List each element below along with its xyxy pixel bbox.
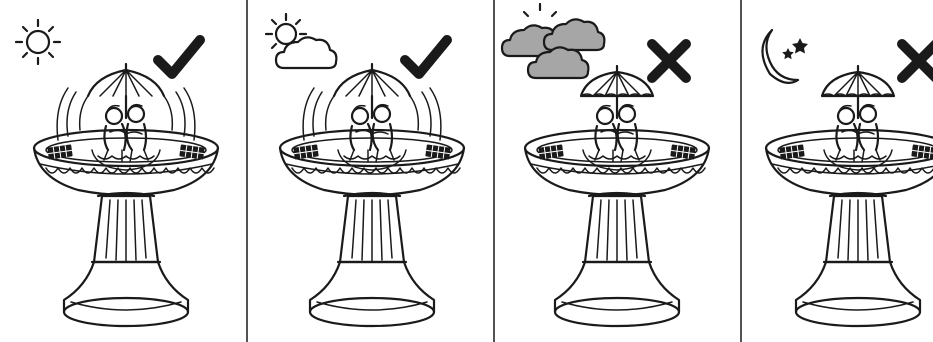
fountain-off xyxy=(764,64,933,328)
cross-mark-icon xyxy=(652,44,686,78)
panel-night xyxy=(761,28,933,328)
panel-cloudy xyxy=(500,2,711,328)
fountain-off xyxy=(523,64,711,328)
partly-cloudy-icon xyxy=(264,12,338,70)
cross-mark-icon xyxy=(902,44,933,78)
moon-stars-icon xyxy=(761,28,808,85)
panel-sunny xyxy=(14,18,220,328)
sun-icon xyxy=(14,18,62,66)
check-mark-icon xyxy=(405,40,447,74)
fountain-spraying xyxy=(32,62,220,328)
check-mark-icon xyxy=(158,40,200,74)
cloudy-icon xyxy=(500,2,606,80)
panel-partly-cloudy xyxy=(264,12,466,328)
fountain-spraying xyxy=(278,62,466,328)
